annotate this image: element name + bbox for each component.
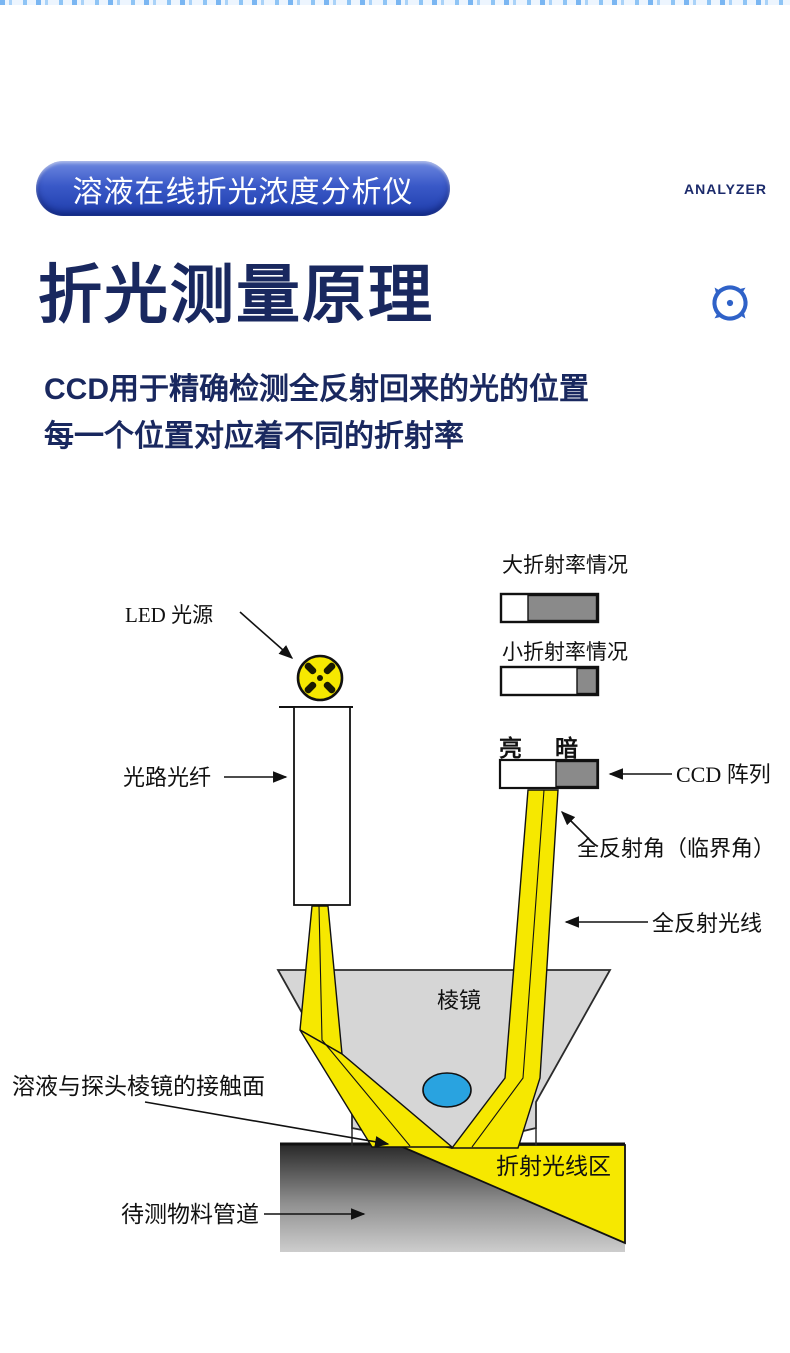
fiber-label: 光路光纤 [123,765,211,790]
subtitle-line-1: CCD用于精确检测全反射回来的光的位置 [44,373,589,406]
decorative-top-strip [0,0,790,5]
low-index-label: 小折射率情况 [502,640,628,664]
low-index-bar [499,665,600,697]
solution-spot [422,1072,472,1108]
subtitle-line-2: 每一个位置对应着不同的折射率 [44,420,464,453]
contact-surface-arrow [144,1101,390,1148]
led-source-label: LED 光源 [125,603,213,627]
critical-angle-arrow [560,810,595,845]
high-index-label: 大折射率情况 [502,553,628,577]
subtitle: CCD用于精确检测全反射回来的光的位置 每一个位置对应着不同的折射率 [44,366,589,460]
pipe-label: 待测物料管道 [121,1202,259,1227]
prism-label: 棱镜 [437,988,481,1013]
rotate-arrows-icon [699,272,761,334]
product-badge: 溶液在线折光浓度分析仪 [36,161,450,216]
ccd-array-label: CCD 阵列 [676,762,771,787]
page-title: 折光测量原理 [38,259,434,331]
fiber-tube [293,706,351,906]
total-reflection-label: 全反射光线 [652,911,762,936]
incident-beam [299,905,454,1148]
contact-surface-label: 溶液与探头棱镜的接触面 [12,1074,265,1099]
reflected-beam [450,789,559,1149]
led-source-arrow [239,611,294,659]
refraction-zone-label: 折射光线区 [496,1154,611,1179]
product-badge-label: 溶液在线折光浓度分析仪 [72,175,414,209]
bright-label: 亮 [499,735,522,761]
ccd-array-bar [498,758,600,790]
dark-label: 暗 [555,735,578,761]
critical-angle-label: 全反射角（临界角） [577,836,775,861]
refraction-principle-diagram: 大折射率情况 小折射率情况 [12,553,775,1252]
led-source [296,654,344,702]
brand-text: ANALYZER [684,181,767,197]
high-index-bar [499,592,600,624]
